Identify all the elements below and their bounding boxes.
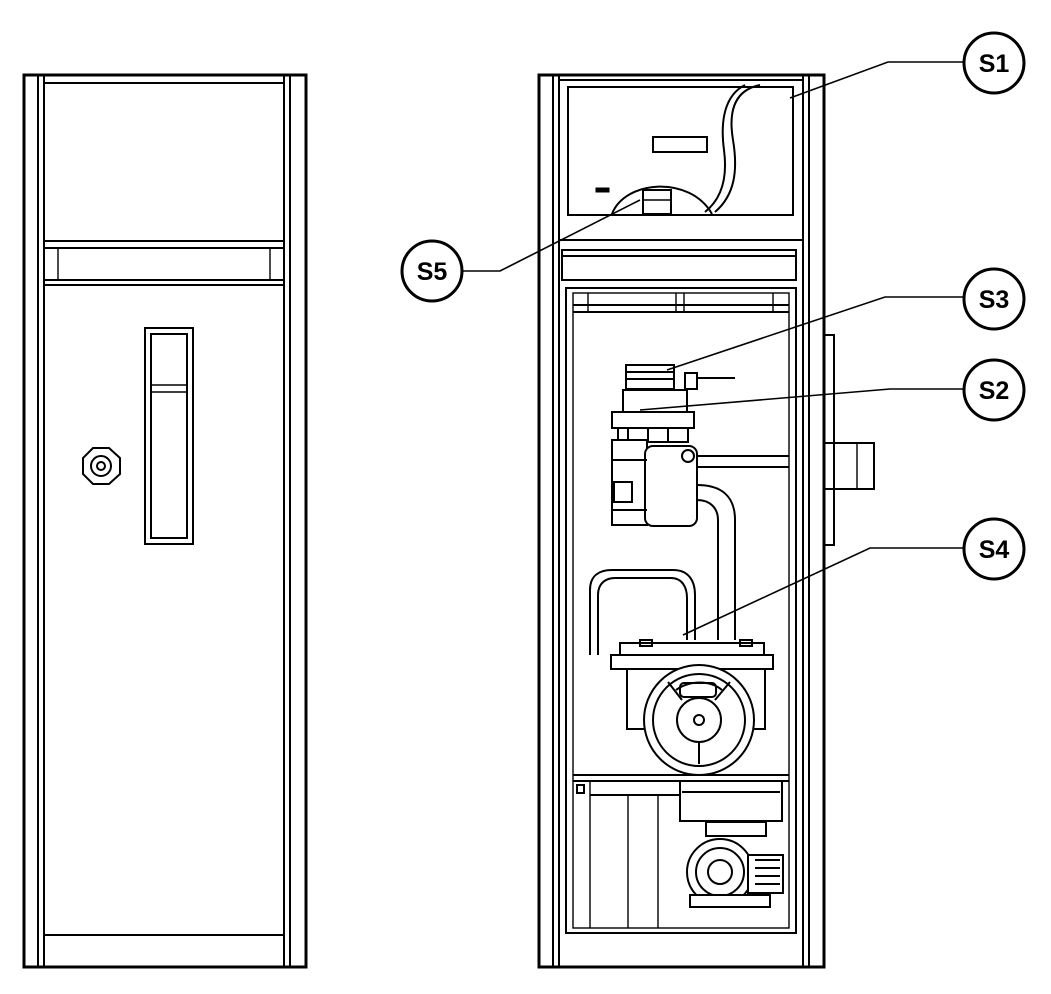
callout-s1: S1 [962, 31, 1026, 95]
callout-s4: S4 [962, 517, 1026, 581]
burner-assembly [610, 639, 774, 776]
fan-housing [642, 189, 672, 215]
callout-s3: S3 [962, 267, 1026, 331]
callout-s4-label: S4 [979, 536, 1010, 564]
display-window [652, 136, 708, 153]
cabinet-outer-frame [22, 73, 308, 969]
interior-chamber [565, 287, 797, 934]
side-bracket [823, 334, 835, 546]
callout-s2: S2 [962, 358, 1026, 422]
callout-s5: S5 [400, 239, 464, 303]
side-pipe-connector [823, 442, 875, 490]
interior-band [561, 249, 797, 281]
door-lock-icon [82, 447, 121, 485]
door-handle [144, 327, 194, 545]
pump-box [679, 780, 783, 822]
closed-cabinet-view [22, 73, 308, 969]
circulation-pump [686, 821, 784, 908]
solenoid-coil [625, 364, 675, 390]
open-cabinet-view [537, 73, 875, 969]
top-panel [43, 82, 285, 242]
control-box [558, 79, 804, 241]
valve-assembly [611, 364, 789, 527]
callout-s2-label: S2 [979, 377, 1010, 405]
callout-s5-label: S5 [417, 258, 448, 286]
callout-s3-label: S3 [979, 286, 1010, 314]
valve-plate [611, 411, 695, 429]
door-panel [43, 284, 285, 936]
callout-s1-label: S1 [979, 50, 1010, 78]
